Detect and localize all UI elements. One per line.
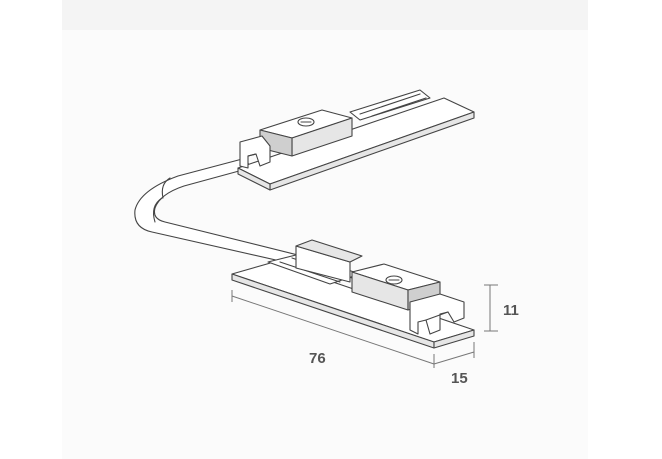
lower-adapter — [231, 239, 475, 349]
width-dimension-label: 15 — [451, 370, 468, 387]
length-dimension-line — [231, 290, 435, 368]
width-dimension-line — [433, 342, 475, 365]
height-dimension-line — [484, 284, 498, 332]
top-band — [62, 0, 588, 30]
length-dimension-label: 76 — [309, 350, 326, 367]
upper-adapter — [237, 89, 475, 191]
lower-clamp — [409, 293, 465, 335]
height-dimension-label: 11 — [503, 302, 519, 319]
background-panel — [62, 0, 588, 459]
upper-clamp — [239, 135, 271, 169]
